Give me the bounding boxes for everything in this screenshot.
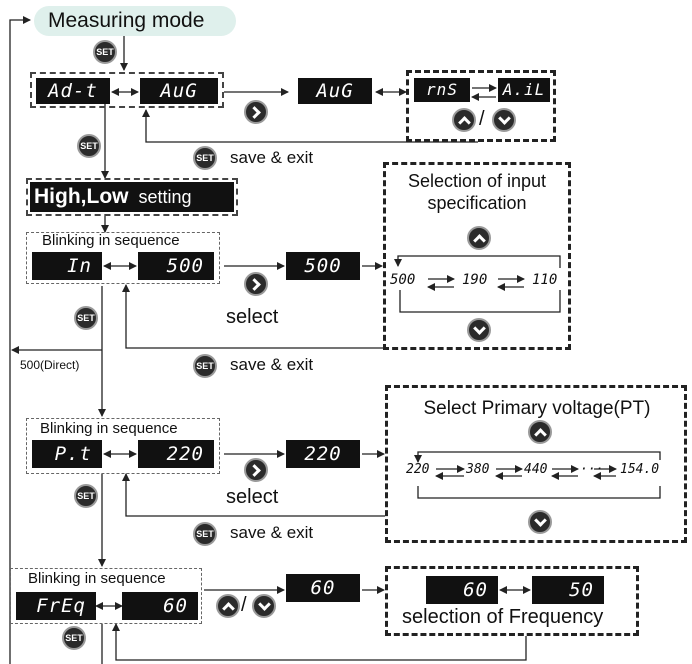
right-arrow-icon	[244, 458, 268, 482]
pt-option-380: 380	[466, 462, 490, 477]
in-group-box	[26, 232, 220, 284]
high-low-title: High,Low setting	[30, 182, 234, 212]
freq-group-box	[10, 568, 202, 624]
lcd-60-next: 60	[286, 574, 360, 602]
lcd-220-next: 220	[286, 440, 360, 468]
input-spec-box	[383, 162, 571, 350]
right-arrow-icon	[244, 100, 268, 124]
right-arrow-icon	[244, 272, 268, 296]
blinking-label: Blinking in sequence	[42, 232, 180, 249]
ad-group-box	[30, 72, 224, 108]
pt-group-box	[26, 418, 220, 474]
frequency-box	[385, 566, 639, 636]
pt-option-1540: 154.0	[620, 462, 660, 477]
lcd-freq: FrEq	[16, 592, 96, 620]
set-button-icon: SET	[193, 146, 217, 170]
save-exit-label: save & exit	[230, 523, 314, 542]
high-low-box	[26, 178, 238, 216]
save-exit-label: save & exit	[230, 148, 314, 167]
measuring-mode-label: Measuring mode	[34, 6, 236, 36]
set-button-icon: SET	[74, 484, 98, 508]
pt-option-ellipsis: ···	[580, 462, 604, 477]
set-button-icon: SET	[193, 354, 217, 378]
lcd-pt: P.t	[32, 440, 102, 468]
set-button-icon: SET	[74, 306, 98, 330]
blinking-label: Blinking in sequence	[28, 570, 166, 587]
input-spec-title: Selection of input specification	[407, 171, 547, 213]
save-exit-label: save & exit	[230, 355, 314, 374]
down-arrow-icon	[467, 318, 491, 342]
lcd-rms: rnS	[414, 78, 470, 102]
up-arrow-icon	[467, 226, 491, 250]
set-button-icon: SET	[77, 134, 101, 158]
select-label: select	[226, 486, 279, 508]
set-button-icon: SET	[193, 522, 217, 546]
set-button-icon: SET	[93, 40, 117, 64]
lcd-avg-mode: A.iL	[498, 78, 550, 102]
primary-voltage-box	[385, 385, 687, 543]
primary-voltage-title: Select Primary voltage(PT)	[423, 398, 651, 419]
frequency-title: selection of Frequency	[402, 606, 604, 628]
spec-option-190: 190	[462, 272, 488, 288]
pt-option-220: 220	[406, 462, 430, 477]
set-button-icon: SET	[62, 626, 86, 650]
slash-separator: /	[479, 108, 485, 130]
direct-label: 500(Direct)	[20, 358, 80, 372]
high-low-sub: setting	[138, 187, 192, 207]
lcd-500-next: 500	[286, 252, 360, 280]
lcd-in: In	[32, 252, 102, 280]
lcd-avg-next: AuG	[298, 78, 372, 104]
pt-option-440: 440	[524, 462, 548, 477]
lcd-60: 60	[122, 592, 198, 620]
blinking-label: Blinking in sequence	[40, 420, 178, 437]
up-arrow-icon	[452, 108, 476, 132]
lcd-220: 220	[138, 440, 214, 468]
down-arrow-icon	[252, 594, 276, 618]
select-label: select	[226, 306, 279, 328]
lcd-500: 500	[138, 252, 214, 280]
slash-separator: /	[241, 594, 247, 616]
lcd-avg: AuG	[140, 78, 218, 104]
lcd-freq-50: 50	[532, 576, 604, 604]
lcd-ad-t: Ad-t	[36, 78, 110, 104]
lcd-freq-60: 60	[426, 576, 498, 604]
high-low-main: High,Low	[34, 185, 129, 208]
spec-option-110: 110	[532, 272, 558, 288]
up-arrow-icon	[528, 420, 552, 444]
down-arrow-icon	[492, 108, 516, 132]
spec-option-500: 500	[390, 272, 416, 288]
down-arrow-icon	[528, 510, 552, 534]
rms-avg-box	[406, 70, 556, 142]
up-arrow-icon	[216, 594, 240, 618]
